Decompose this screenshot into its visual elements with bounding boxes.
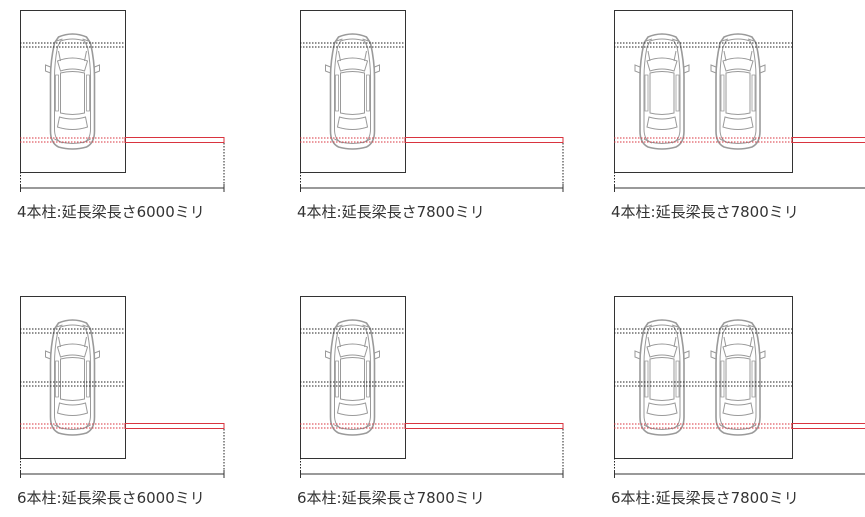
car-icon (44, 319, 101, 436)
layout-panel (300, 10, 564, 192)
car-icon (44, 33, 101, 150)
extension-beam (124, 423, 225, 429)
panel-caption: 4本柱:延長梁長さ6000ミリ (17, 203, 205, 221)
extension-beam (791, 423, 865, 429)
layout-panel (614, 296, 865, 478)
layout-panel (20, 296, 225, 478)
extension-beam (404, 137, 564, 143)
carport-outline (20, 296, 126, 459)
car-icon (634, 319, 690, 436)
panel-caption: 4本柱:延長梁長さ7800ミリ (297, 203, 485, 221)
car-icon (710, 319, 766, 436)
carport-outline (20, 10, 126, 173)
extension-beam (124, 137, 225, 143)
car-icon (634, 33, 690, 150)
carport-outline (614, 296, 793, 459)
car-icon (324, 319, 381, 436)
panel-caption: 6本柱:延長梁長さ6000ミリ (17, 489, 205, 507)
car-icon (324, 33, 381, 150)
layout-panel (614, 10, 865, 192)
extension-beam (404, 423, 564, 429)
car-icon (710, 33, 766, 150)
extension-beam (791, 137, 865, 143)
layout-panel (300, 296, 564, 478)
panel-caption: 6本柱:延長梁長さ7800ミリ (611, 489, 799, 507)
layout-panel (20, 10, 225, 192)
carport-outline (614, 10, 793, 173)
panel-caption: 6本柱:延長梁長さ7800ミリ (297, 489, 485, 507)
carport-outline (300, 10, 406, 173)
carport-outline (300, 296, 406, 459)
panel-caption: 4本柱:延長梁長さ7800ミリ (611, 203, 799, 221)
